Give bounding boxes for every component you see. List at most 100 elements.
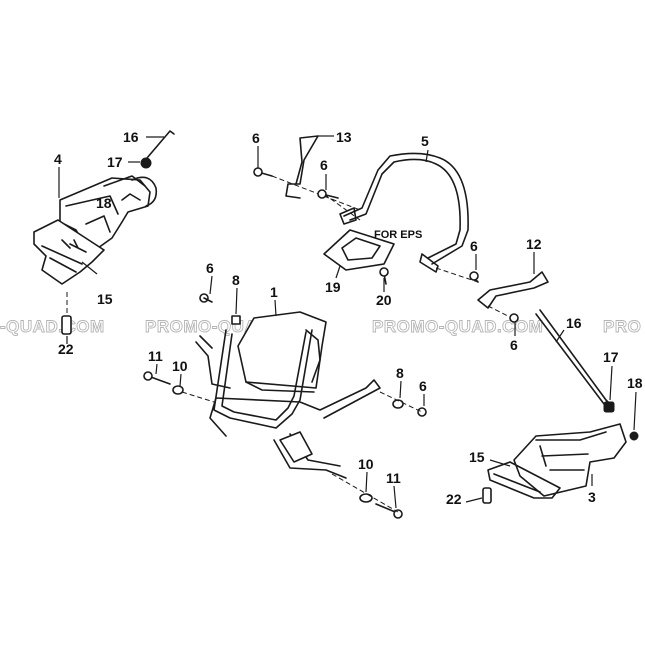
leader-6d xyxy=(209,275,213,295)
callout-6-second: 6 xyxy=(320,157,328,173)
nut-17-left xyxy=(140,157,152,169)
callout-15-left: 15 xyxy=(97,291,113,307)
bar-5-tabs xyxy=(339,207,439,273)
callout-16-left: 16 xyxy=(123,129,139,145)
callout-6-right: 6 xyxy=(470,238,478,254)
callout-22-right: 22 xyxy=(446,491,462,507)
leader-1 xyxy=(274,299,277,317)
callout-17-right: 17 xyxy=(603,349,619,365)
watermark-text-4: PRO xyxy=(603,317,641,336)
note-for-eps: FOR EPS xyxy=(374,229,422,241)
frame-1-tube-left xyxy=(213,329,313,429)
frame-1-left-arm xyxy=(195,335,231,389)
callout-1: 1 xyxy=(270,284,278,300)
bar-5-inner xyxy=(349,158,461,259)
rail-15-left-detail xyxy=(41,239,83,273)
leader-10a xyxy=(179,373,182,387)
bolt-6-frame-top-shank xyxy=(203,297,213,303)
bolt-6-second-head xyxy=(317,189,327,199)
frame-1-right-post xyxy=(305,329,321,383)
bolt-11-left-head xyxy=(143,371,153,381)
callout-10-lower: 10 xyxy=(358,456,374,472)
callout-6-frame-top: 6 xyxy=(206,260,214,276)
axis-lines-13 xyxy=(271,175,361,221)
bolt-6-right-head xyxy=(469,271,479,281)
leader-22b xyxy=(465,497,483,503)
washer-10-left xyxy=(172,385,184,395)
watermark-text-3: PROMO-QUAD.COM xyxy=(372,317,543,336)
callout-6-top: 6 xyxy=(252,130,260,146)
main-frame-assembly xyxy=(143,293,427,519)
leader-lines xyxy=(58,135,637,509)
callout-10-left: 10 xyxy=(172,358,188,374)
bracket-12-assembly xyxy=(477,271,549,323)
callout-16-right: 16 xyxy=(566,315,582,331)
rod-16-right-edge xyxy=(535,313,605,405)
frame-1-tube-left-inner xyxy=(221,331,307,421)
rail-15-left xyxy=(33,219,105,285)
callout-11-lower: 11 xyxy=(386,470,401,486)
bolt-6-top-head xyxy=(253,167,263,177)
callout-18-left: 18 xyxy=(96,195,112,211)
leader-10b xyxy=(365,471,368,493)
callout-13: 13 xyxy=(336,129,352,145)
frame-1-lower xyxy=(209,379,381,437)
bracket-3 xyxy=(513,423,627,497)
axis-line-11-left xyxy=(181,391,215,403)
bolt-16-left xyxy=(146,130,175,159)
frame-1-panel xyxy=(237,311,327,389)
bolt-18-right xyxy=(629,431,639,441)
leader-17b xyxy=(609,365,613,401)
washer-8-right xyxy=(392,399,404,409)
callout-18-right: 18 xyxy=(627,375,643,391)
bolt-left-small xyxy=(69,239,87,253)
callout-15-right: 15 xyxy=(469,449,485,465)
bracket-12 xyxy=(477,271,549,309)
callout-19: 19 xyxy=(325,279,341,295)
plate-19 xyxy=(323,229,395,271)
axis-line-12 xyxy=(487,305,513,319)
bracket-3-detail xyxy=(535,431,607,471)
right-bracket-assembly xyxy=(482,309,639,504)
leader-15a xyxy=(81,261,98,275)
callout-12: 12 xyxy=(526,236,542,252)
left-bracket-assembly xyxy=(33,130,175,335)
callout-8-frame: 8 xyxy=(232,272,240,288)
rail-15-right xyxy=(487,461,561,499)
watermark: -QUAD.COM PROMO-QUAD.COM PROMO-QUAD.COM … xyxy=(0,317,641,337)
leader-15b xyxy=(489,459,511,467)
callouts: 16 17 4 18 15 22 6 13 6 5 FOR EPS 19 20 … xyxy=(54,129,643,507)
bolt-11-lower-head xyxy=(393,509,403,519)
callout-6-lower-right: 6 xyxy=(510,337,518,353)
callout-4: 4 xyxy=(54,151,62,167)
callout-17-left: 17 xyxy=(107,154,123,170)
axis-line-11-lower xyxy=(331,473,399,513)
leader-11a xyxy=(155,363,158,375)
bracket-13 xyxy=(285,135,319,199)
spacer-22-left xyxy=(61,315,72,335)
callout-22-left: 22 xyxy=(58,341,74,357)
leader-19 xyxy=(335,265,341,279)
leader-5 xyxy=(425,149,429,163)
bolt-6-frame-right xyxy=(417,407,427,417)
callout-6-frame-right: 6 xyxy=(419,378,427,394)
callout-20: 20 xyxy=(376,292,392,308)
frame-1-panel-edge xyxy=(245,381,315,393)
plate-19-window xyxy=(341,237,381,261)
spacer-22-right xyxy=(482,487,492,504)
nut-17-right xyxy=(603,401,615,413)
nut-8-frame xyxy=(231,315,241,325)
callout-5: 5 xyxy=(421,133,429,149)
leader-16b xyxy=(555,329,565,343)
bar-5-outer xyxy=(343,152,469,265)
leader-8b xyxy=(399,380,402,399)
bracket-4-detail xyxy=(65,175,146,233)
washer-10-lower xyxy=(359,493,373,503)
screw-20-head xyxy=(379,267,389,277)
leader-8a xyxy=(235,287,238,315)
bolt-6-lower-right xyxy=(509,313,519,323)
leader-18b xyxy=(633,391,637,431)
rail-15-right-detail xyxy=(493,473,541,493)
